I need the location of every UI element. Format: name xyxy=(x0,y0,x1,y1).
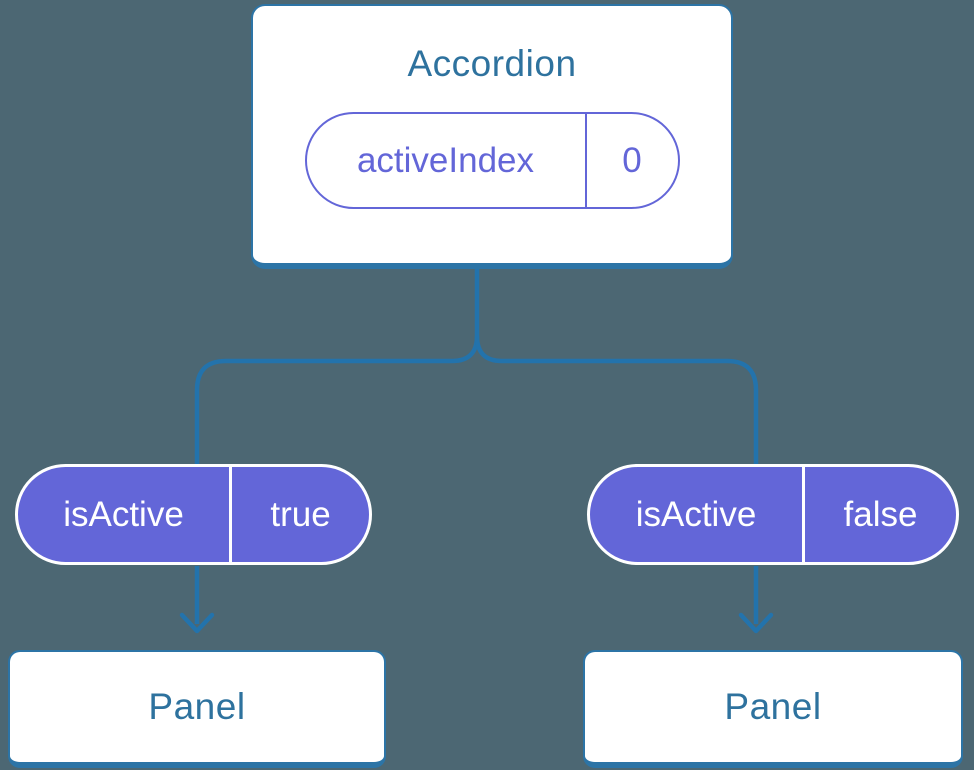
panel-card-title: Panel xyxy=(724,685,822,727)
state-pill-activeindex: activeIndex 0 xyxy=(304,112,680,210)
prop-pill-value: true xyxy=(229,467,369,562)
panel-card-title: Panel xyxy=(148,685,246,727)
panel-card-right: Panel xyxy=(583,650,963,768)
connector-root-to-left-pill xyxy=(194,269,480,466)
prop-pill-name: isActive xyxy=(63,495,184,534)
arrow-left-head-icon xyxy=(179,612,215,634)
connector-root-to-right-pill xyxy=(474,335,759,466)
state-pill-value: 0 xyxy=(622,141,642,181)
accordion-card: Accordion activeIndex 0 xyxy=(251,4,733,269)
arrow-right-head-icon xyxy=(738,612,774,634)
state-pill-name: activeIndex xyxy=(307,114,587,208)
prop-pill-isactive-true: isActive true xyxy=(15,464,372,565)
prop-pill-isactive-false: isActive false xyxy=(587,464,959,565)
prop-pill-name: isActive xyxy=(635,495,757,534)
accordion-card-title: Accordion xyxy=(407,43,577,84)
prop-pill-value: false xyxy=(802,467,956,562)
panel-card-left: Panel xyxy=(8,650,386,768)
